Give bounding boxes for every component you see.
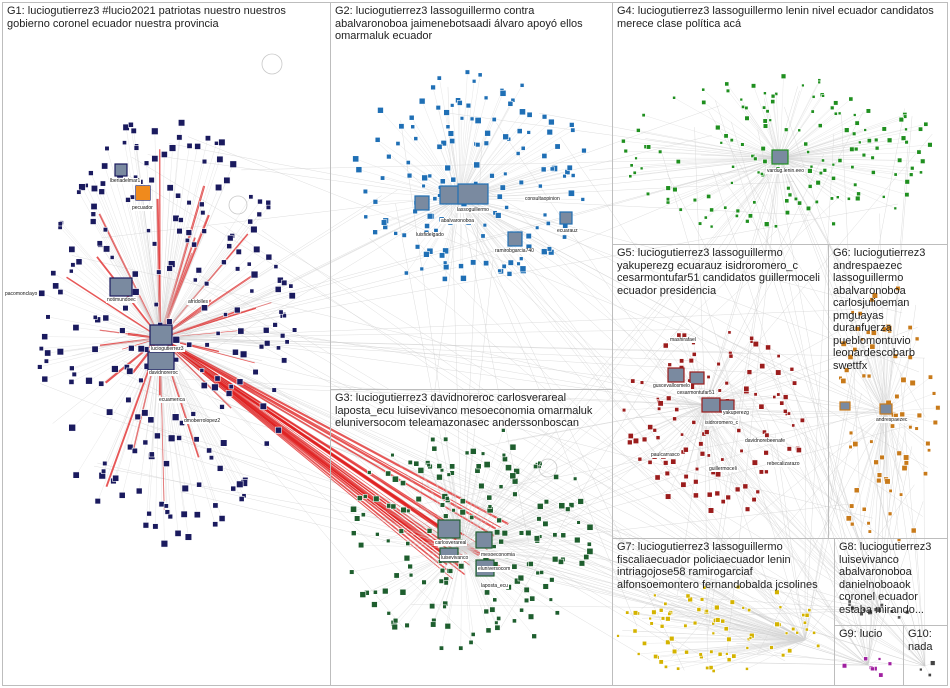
hub-label: dmoberrolopez2	[183, 418, 221, 424]
panel-g2: G2: luciogutierrez3 lassoguillermo contr…	[330, 2, 613, 390]
panel-title-g7: G7: luciogutierrez3 lassoguillermo fisca…	[617, 541, 830, 591]
hub-label: consultaopinion	[524, 196, 561, 202]
panel-g1: G1: luciogutierrez3 #lucio2021 patriotas…	[2, 2, 331, 686]
hub-label: ramirobgarcia740	[494, 248, 535, 254]
hub-label: carlosverareal	[434, 540, 467, 546]
panel-title-g4: G4: luciogutierrez3 lassoguillermo lenin…	[617, 5, 943, 30]
panel-g8: G8: luciogutierrez3 luisevivanco abalvar…	[834, 538, 948, 626]
hub-label: ecuamerica	[158, 397, 186, 403]
hub-label: eluniversocom	[477, 566, 511, 572]
hub-label: afridolles	[187, 299, 209, 305]
panel-g6: G6: luciogutierrez3 andrespaezec lassogu…	[828, 244, 948, 539]
hub-label: cesarmontufar51	[676, 390, 716, 396]
hub-label: guillermoceli	[708, 466, 738, 472]
panel-title-g2: G2: luciogutierrez3 lassoguillermo contr…	[335, 5, 608, 43]
hub-label: guscevallosmelo	[652, 383, 691, 389]
hub-label: davidnoreroc	[148, 370, 179, 376]
hub-label: mashirafael	[669, 337, 697, 343]
panel-title-g9: G9: lucio	[839, 628, 899, 641]
hub-label: pecuador	[131, 205, 154, 211]
hub-label: vardug.lenin.eeo	[766, 168, 805, 174]
hub-label: mesoeconomia	[480, 552, 516, 558]
panel-g5: G5: luciogutierrez3 lassoguillermo yakup…	[612, 244, 829, 539]
panel-title-g1: G1: luciogutierrez3 #lucio2021 patriotas…	[7, 5, 326, 30]
hub-label: pacomonclayo	[4, 291, 38, 297]
hub-label: rebecalizarazo	[766, 461, 801, 467]
hub-label: luisevivanco	[440, 555, 469, 561]
hub-label: paulcarrasco	[650, 452, 681, 458]
panel-title-g5: G5: luciogutierrez3 lassoguillermo yakup…	[617, 247, 824, 297]
hub-label: abalvaronoboa	[440, 218, 475, 224]
panel-title-g6: G6: luciogutierrez3 andrespaezec lassogu…	[833, 247, 943, 372]
hub-label: yakuperezg	[722, 410, 750, 416]
panel-title-g3: G3: luciogutierrez3 davidnoreroc carlosv…	[335, 392, 608, 430]
panel-title-g10: G10: nada	[908, 628, 943, 653]
panel-g3: G3: luciogutierrez3 davidnoreroc carlosv…	[330, 389, 613, 686]
hub-label: lberiadelmar1	[109, 178, 141, 184]
panel-g10: G10: nada	[903, 625, 948, 686]
hub-label: laposta_ecu	[480, 583, 509, 589]
hub-label: davidnorebeenafe	[744, 438, 786, 444]
panel-g9: G9: lucio	[834, 625, 904, 686]
hub-label: ecuarauz	[556, 228, 579, 234]
hub-label: notimundoec	[106, 297, 137, 303]
hub-label: isidroromero_c	[704, 420, 739, 426]
hub-label: lassoguillermo	[456, 207, 490, 213]
panel-g7: G7: luciogutierrez3 lassoguillermo fisca…	[612, 538, 835, 686]
hub-label: luisfidelgado	[415, 232, 445, 238]
panel-title-g8: G8: luciogutierrez3 luisevivanco abalvar…	[839, 541, 943, 616]
hub-label: andrespaezec	[875, 417, 908, 423]
hub-label: luciogutierrez3	[150, 346, 185, 352]
panel-g4: G4: luciogutierrez3 lassoguillermo lenin…	[612, 2, 948, 245]
